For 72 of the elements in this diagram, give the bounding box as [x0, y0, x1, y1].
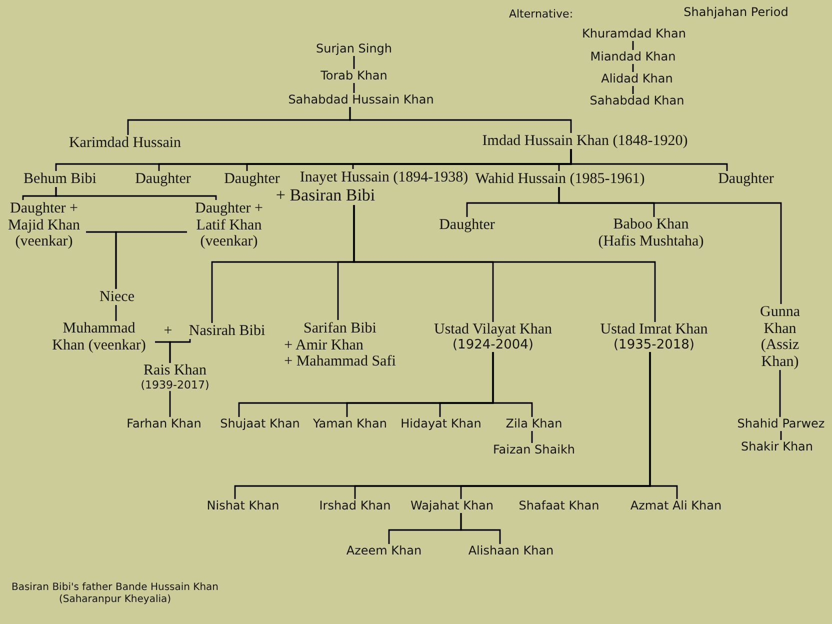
person-name: Wajahat Khan — [410, 499, 494, 513]
person-name: Imdad Hussain Khan (1848-1920) — [482, 132, 688, 150]
family-line — [649, 352, 678, 499]
person-name: Surjan Singh — [316, 42, 392, 56]
person-name: Rais Khan — [144, 362, 206, 380]
person-name: Yaman Khan — [313, 417, 387, 431]
person-name: Daughter + Majid Khan (veenkar) — [2, 200, 86, 250]
person-name: Daughter + Latif Khan (veenkar) — [187, 200, 271, 250]
person-name: Hidayat Khan — [400, 417, 482, 431]
family-line — [353, 205, 656, 322]
person-name: Sahabdad Hussain Khan — [288, 93, 434, 107]
spouse-name: + Basiran Bibi — [276, 186, 376, 205]
person-name: Azmat Ali Khan — [630, 499, 722, 513]
family-line — [115, 231, 187, 289]
family-line — [632, 41, 634, 50]
person-name: Wahid Hussain (1985-1961) — [475, 170, 645, 188]
person-name: Baboo Khan (Hafis Mushtaha) — [588, 216, 714, 250]
person-name: Faizan Shaikh — [492, 443, 576, 457]
person-name: Behum Bibi — [24, 170, 96, 188]
note-text: Alternative: — [508, 7, 574, 21]
family-line — [779, 370, 781, 417]
person-name: Irshad Khan — [319, 499, 391, 513]
family-line — [169, 391, 171, 417]
person-name: Sarifan Bibi — [304, 320, 376, 337]
person-name: Farhan Khan — [126, 417, 202, 431]
person-name: Torab Khan — [320, 69, 388, 83]
person-name: Daughter — [718, 170, 774, 188]
life-dates: (1935-2018) — [613, 338, 694, 352]
family-line — [115, 305, 117, 321]
person-name: Alidad Khan — [601, 72, 673, 86]
person-name: Shakir Khan — [740, 440, 814, 454]
family-line — [632, 86, 634, 94]
person-name: Ustad Vilayat Khan — [434, 322, 552, 338]
person-name: Muhammad Khan (veenkar) — [43, 320, 155, 354]
person-name: Sahabdad Khan — [590, 94, 684, 108]
person-name: Daughter — [135, 170, 191, 188]
person-name: Nishat Khan — [206, 499, 280, 513]
person-name: Nasirah Bibi — [188, 322, 266, 340]
note-text: Basiran Bibi's father Bande Hussain Khan (Saharanpur Kheyalia) — [10, 582, 220, 606]
person-name: Zila Khan — [506, 417, 562, 431]
family-line — [570, 149, 728, 171]
person-name: Inayet Hussain (1894-1938) — [298, 169, 468, 186]
person-name: Shahid Parwez — [737, 417, 825, 431]
person-name: Daughter — [439, 216, 495, 234]
person-name: Karimdad Hussain — [68, 134, 182, 152]
person-name: Gunna Khan (Assiz Khan) — [754, 304, 806, 370]
person-name: Shafaat Khan — [518, 499, 600, 513]
person-name: Azeem Khan — [346, 544, 422, 558]
family-line — [55, 187, 217, 200]
marriage-sign: + — [164, 322, 172, 340]
person-name: Ustad Imrat Khan — [600, 322, 708, 338]
person-name: Daughter — [224, 170, 280, 188]
person-name: Khuramdad Khan — [582, 27, 686, 41]
family-line — [632, 64, 634, 72]
spouse-name: + Mahammad Safi — [284, 353, 396, 370]
spouse-name: + Amir Khan — [284, 336, 364, 354]
family-line — [531, 431, 533, 443]
life-dates: (1924-2004) — [452, 338, 534, 352]
family-line — [492, 352, 533, 417]
family-line — [780, 431, 782, 440]
family-line — [353, 83, 355, 93]
family-line — [349, 107, 572, 133]
person-name: Miandad Khan — [590, 50, 676, 64]
family-line — [558, 187, 782, 304]
life-dates: (1939-2017) — [140, 379, 210, 392]
person-name: Niece — [100, 288, 134, 306]
family-line — [460, 513, 501, 544]
person-name: Alishaan Khan — [468, 544, 554, 558]
note-text: Shahjahan Period — [684, 4, 788, 20]
family-line — [353, 56, 355, 69]
person-name: Shujaat Khan — [220, 417, 300, 431]
family-line — [169, 339, 191, 363]
